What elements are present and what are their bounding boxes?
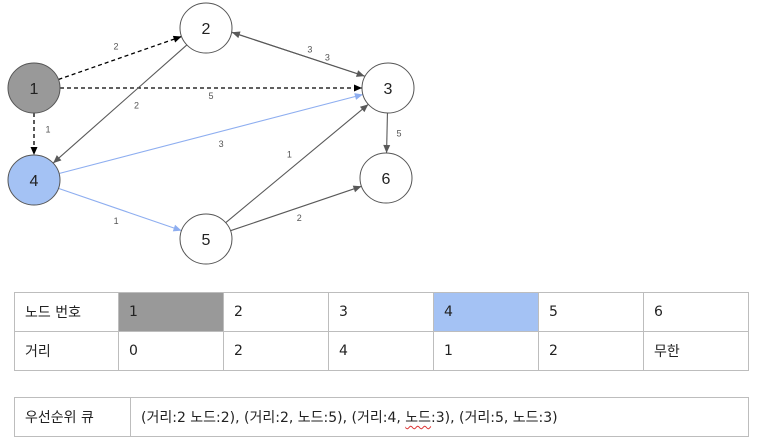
edge-1-2 — [58, 35, 182, 81]
node-circle-3 — [361, 62, 415, 114]
node-circle-5 — [179, 213, 233, 265]
graph-node-6: 6 — [359, 152, 413, 204]
edge-weight-1-3: 5 — [208, 91, 213, 101]
node-circle-1 — [7, 62, 61, 114]
edge-5-3 — [225, 103, 369, 224]
priority-queue-label: 우선순위 큐 — [14, 397, 131, 437]
node-label-5: 5 — [202, 232, 211, 249]
priority-queue-value: (거리:2 노드:2), (거리:2, 노드:5), (거리:4, 노드:3),… — [130, 397, 749, 437]
node-cell-6: 6 — [643, 292, 749, 332]
graph-node-5: 5 — [179, 213, 233, 265]
node-label-3: 3 — [384, 81, 393, 98]
priority-queue-value-part1: (거리:2 노드:2), (거리:2, 노드:5), (거리:4, — [141, 410, 406, 426]
distance-table: 노드 번호 1 2 3 4 5 6 거리 0 2 4 1 2 무한 — [14, 292, 749, 371]
distance-cell-1: 0 — [118, 331, 224, 371]
edge-4-3 — [58, 93, 364, 175]
distance-cell-5: 2 — [538, 331, 644, 371]
edge-3-6 — [383, 112, 391, 154]
node-label-1: 1 — [30, 81, 39, 98]
node-circle-2 — [179, 2, 233, 54]
distance-cell-2: 2 — [223, 331, 329, 371]
distance-cell-4: 1 — [433, 331, 539, 371]
priority-queue-value-part2: :3), (거리:5, 노드:3) — [431, 410, 558, 426]
distance-header: 거리 — [14, 331, 119, 371]
graph-diagram: 2 5 1 3 3 2 5 3 1 1 2 1 2 3 4 5 6 — [7, 2, 415, 265]
edge-weight-4-5: 1 — [114, 216, 119, 226]
node-cell-5: 5 — [538, 292, 644, 332]
node-number-header: 노드 번호 — [14, 292, 119, 332]
node-cell-3: 3 — [328, 292, 434, 332]
edge-weight-2-4: 2 — [134, 100, 139, 110]
graph-node-4: 4 — [7, 154, 61, 206]
graph-node-1: 1 — [7, 62, 61, 114]
edge-weight-2-3: 3 — [307, 45, 312, 55]
node-cell-4: 4 — [433, 292, 539, 332]
edge-weight-1-4: 1 — [45, 124, 50, 134]
node-number-row: 노드 번호 1 2 3 4 5 6 — [14, 292, 749, 332]
edge-weight-3-6: 5 — [396, 128, 401, 138]
node-circle-4 — [7, 154, 61, 206]
edge-4-5 — [58, 187, 182, 232]
edge-weight-5-3: 1 — [287, 149, 292, 159]
distance-cell-3: 4 — [328, 331, 434, 371]
priority-queue-table: 우선순위 큐 (거리:2 노드:2), (거리:2, 노드:5), (거리:4,… — [14, 397, 749, 437]
edge-3-2 — [231, 31, 365, 77]
edge-5-6 — [230, 185, 362, 232]
nodes-layer: 1 2 3 4 5 6 — [7, 2, 415, 265]
node-label-6: 6 — [382, 171, 391, 188]
priority-queue-row: 우선순위 큐 (거리:2 노드:2), (거리:2, 노드:5), (거리:4,… — [14, 397, 749, 437]
edge-weight-1-2: 2 — [114, 42, 119, 52]
edges-layer: 2 5 1 3 3 2 5 3 1 1 2 — [30, 31, 402, 232]
edge-2-4 — [52, 44, 188, 164]
node-circle-6 — [359, 152, 413, 204]
graph-node-2: 2 — [179, 2, 233, 54]
distance-row: 거리 0 2 4 1 2 무한 — [14, 331, 749, 371]
node-cell-2: 2 — [223, 292, 329, 332]
node-label-4: 4 — [30, 173, 39, 190]
node-cell-1: 1 — [118, 292, 224, 332]
graph-node-3: 3 — [361, 62, 415, 114]
distance-cell-6: 무한 — [643, 331, 749, 371]
edge-weight-3-2: 3 — [325, 53, 330, 63]
edge-weight-4-3: 3 — [219, 139, 224, 149]
edge-weight-5-6: 2 — [297, 213, 302, 223]
priority-queue-spellcheck-word: 노드 — [405, 410, 432, 426]
node-label-2: 2 — [202, 21, 211, 38]
